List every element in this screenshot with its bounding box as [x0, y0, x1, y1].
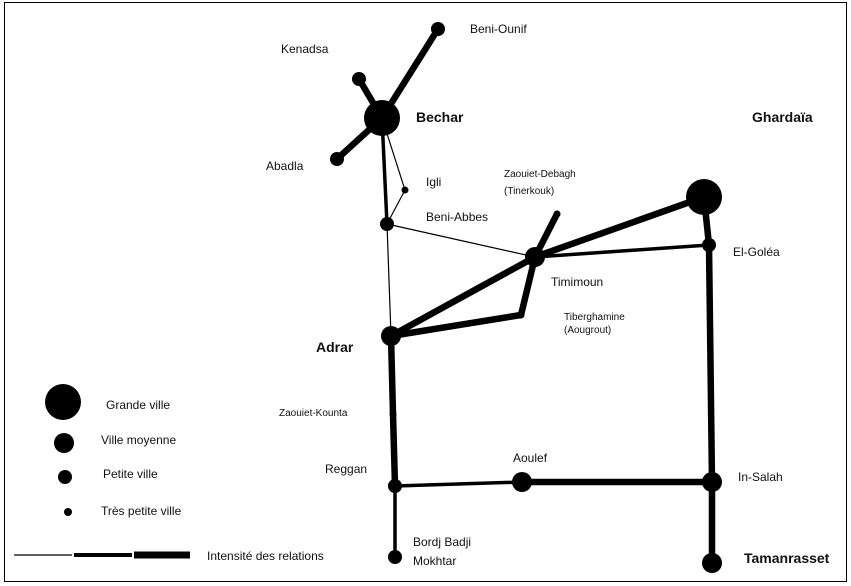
city-label-beni-ounif: Beni-Ounif — [470, 22, 527, 36]
link-timimoun-adrar — [387, 253, 539, 340]
city-node-beni-ounif — [431, 22, 445, 36]
link-tiberghamine-adrar — [387, 311, 525, 340]
city-node-tiberghamine — [517, 311, 525, 319]
link-beni-abbes-adrar — [386, 223, 392, 337]
city-label-aoulef: Aoulef — [513, 451, 548, 465]
city-label-zaouiet-debagh: Zaouiet-Debagh — [504, 169, 576, 180]
city-node-tamanrasset — [702, 553, 722, 573]
city-node-kenadsa — [352, 72, 366, 86]
city-node-zaouiet-kounta — [389, 410, 397, 418]
legend-ville-moyenne-symbol — [54, 433, 74, 453]
legend-petite-ville-label: Petite ville — [103, 467, 158, 481]
legend-petite-ville-symbol — [58, 470, 72, 484]
city-label-timimoun: Timimoun — [551, 275, 603, 289]
link-timimoun-el-golea — [533, 243, 711, 259]
city-label-beni-abbes: Beni-Abbes — [426, 210, 488, 224]
city-node-zaouiet-debagh — [553, 210, 561, 218]
link-timimoun-ghardaia — [531, 193, 708, 261]
city-label-igli: Igli — [426, 175, 441, 189]
city-label-abadla: Abadla — [266, 159, 304, 173]
city-node-ghardaia — [686, 179, 722, 215]
city-label-kenadsa: Kenadsa — [281, 42, 329, 56]
city-node-igli — [401, 186, 409, 194]
link-beni-abbes-timimoun — [386, 223, 536, 258]
city-node-bordj-badji-mokhtar — [388, 550, 402, 564]
city-label-bordj-badji-mokhtar: Bordj Badji — [413, 535, 471, 549]
city-label-in-salah: In-Salah — [738, 470, 783, 484]
city-label-tiberghamine: Tiberghamine — [564, 312, 625, 323]
city-label-adrar: Adrar — [316, 339, 354, 355]
city-label-zaouiet-kounta: Zaouiet-Kounta — [279, 408, 348, 419]
link-zaouiet-kounta-reggan — [389, 410, 399, 490]
city-label-secondary-zaouiet-debagh: (Tinerkouk) — [504, 186, 554, 197]
city-label-tamanrasset: Tamanrasset — [744, 550, 830, 566]
city-label-secondary-bordj-badji-mokhtar: Mokhtar — [413, 554, 456, 568]
city-node-abadla — [330, 152, 344, 166]
city-node-adrar — [381, 326, 401, 346]
city-node-timimoun — [525, 247, 545, 267]
city-node-aoulef — [512, 472, 532, 492]
city-label-el-golea: El-Goléa — [733, 245, 780, 259]
link-reggan-aoulef — [393, 480, 524, 488]
link-adrar-zaouiet-kounta — [387, 332, 397, 418]
city-node-in-salah — [702, 472, 722, 492]
legend-ville-moyenne-label: Ville moyenne — [101, 433, 176, 447]
nodes-layer — [330, 22, 722, 573]
legend: Grande ville Ville moyenne Petite ville … — [14, 384, 324, 563]
city-node-bechar — [364, 100, 400, 136]
city-node-reggan — [388, 479, 402, 493]
city-label-bechar: Bechar — [416, 109, 464, 125]
legend-grande-ville-label: Grande ville — [106, 398, 170, 412]
city-label-secondary-tiberghamine: (Aougrout) — [564, 325, 611, 336]
legend-tres-petite-ville-symbol — [64, 508, 72, 516]
city-label-ghardaia: Ghardaïa — [752, 109, 813, 125]
legend-tres-petite-ville-label: Très petite ville — [101, 504, 182, 518]
legend-grande-ville-symbol — [45, 384, 81, 420]
legend-intensity-label: Intensité des relations — [207, 549, 324, 563]
link-el-golea-in-salah — [705, 241, 716, 486]
city-node-el-golea — [702, 238, 716, 252]
city-label-reggan: Reggan — [325, 462, 367, 476]
city-node-beni-abbes — [380, 217, 394, 231]
